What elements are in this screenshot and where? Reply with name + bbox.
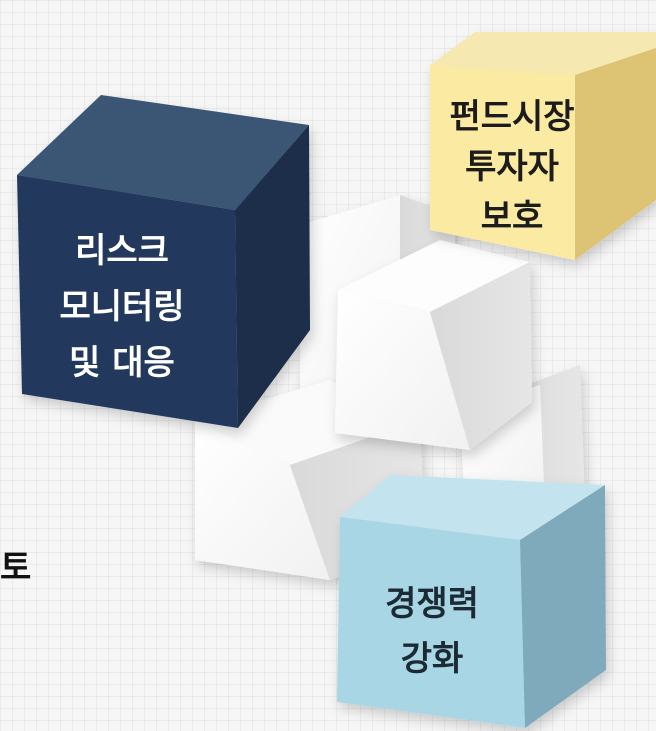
- risk-monitoring-cube: 리스크 모니터링 및 대응: [17, 95, 310, 428]
- competitiveness-cube-side: [520, 485, 606, 728]
- investor-label-line-2: 투자자: [465, 147, 559, 187]
- investor-cube-front: [430, 65, 575, 260]
- investor-cube-top: [430, 32, 656, 75]
- competitiveness-cube-front: [337, 517, 525, 728]
- investor-label-line-1: 펀드시장: [449, 97, 574, 137]
- investor-label-line-3: 보호: [481, 197, 544, 237]
- risk-cube-top: [17, 95, 309, 210]
- risk-label-line-2: 모니터링: [59, 287, 184, 327]
- risk-label-line-1: 리스크: [75, 231, 169, 271]
- cropped-edge-text: 토: [0, 548, 32, 588]
- competitiveness-label-line-2: 강화: [401, 639, 464, 679]
- investor-cube-side: [575, 48, 656, 260]
- competitiveness-cube: 경쟁력 강화: [337, 475, 606, 728]
- risk-cube-side: [235, 125, 310, 428]
- risk-cube-front: [17, 175, 238, 428]
- competitiveness-label-line-1: 경쟁력: [385, 584, 479, 624]
- competitiveness-cube-top: [340, 475, 605, 540]
- white-cube-center: [335, 240, 532, 450]
- risk-label-line-3: 및 대응: [69, 343, 175, 383]
- investor-protection-cube: 펀드시장 투자자 보호: [430, 32, 656, 260]
